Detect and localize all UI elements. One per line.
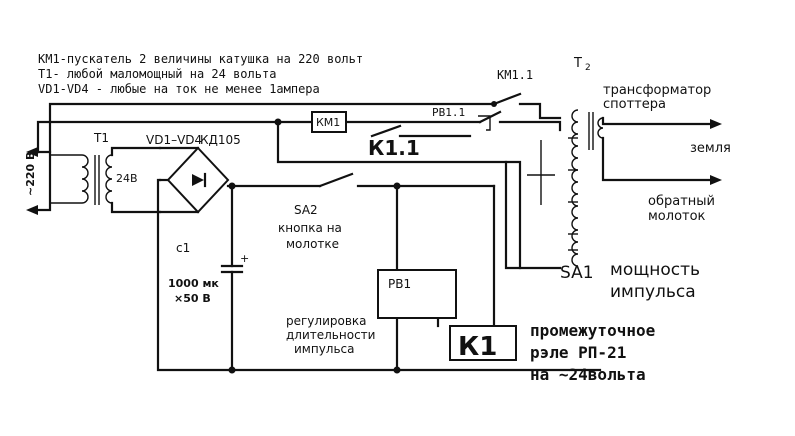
capacitor-c1 [220,184,244,374]
sa2-button [318,172,496,190]
label-c1: c1 [176,241,190,255]
label-power-2: импульса [610,282,696,302]
label-plus: + [240,252,249,265]
rv1-box [377,269,457,319]
label-sa1: SA1 [560,263,594,283]
label-cap-1: 1000 мк [168,277,219,290]
label-hammer-1: обратный [648,194,715,209]
coil-line [36,110,562,154]
label-button-2: молотке [286,237,339,251]
label-vd: VD1–VD4 [146,133,202,147]
label-cap-2: ×50 В [174,292,211,305]
mains-top-wire [48,101,497,154]
label-kd105: КД105 [200,133,241,147]
label-rv1: РВ1 [388,277,411,291]
label-reg-2: длительности [286,328,375,342]
note-vd: VD1-VD4 - любые на ток не менее 1ампера [38,82,320,96]
label-k1: К1 [458,332,497,362]
label-relay-1: промежуточное [530,321,655,340]
t2-secondary-coil [597,116,722,185]
label-rv1-1: РВ1.1 [432,106,465,119]
label-km1-1: КМ1.1 [497,68,533,82]
label-transformer-1: трансформатор [603,83,711,98]
label-relay-2: рэле РП-21 [530,343,626,362]
note-t1: Т1- любой маломощный на 24 вольта [38,67,276,81]
label-reg-3: импульса [294,342,355,356]
k1-1-contact [276,120,522,270]
label-t1: T1 [93,131,109,145]
t2-core [588,112,594,150]
mains-input [26,147,52,215]
label-k1-1: К1.1 [368,136,420,160]
t2-primary-coil [568,109,579,267]
label-220v: ~220 В [24,152,37,196]
label-relay-3: на ~24вольта [530,365,646,384]
km1-1-contact [492,92,562,120]
diode-bridge [156,146,602,372]
rv1-1-contact-mark [478,115,491,131]
label-reg-1: регулировка [286,314,367,328]
rv1-branch [393,184,401,374]
note-km1: КМ1-пускатель 2 величины катушка на 220 … [38,52,363,66]
sa1-feed-wire [504,140,562,270]
label-sa2: SA2 [294,203,318,217]
label-earth: земля [690,141,731,156]
label-hammer-2: молоток [648,209,706,224]
km1-coil-box [311,111,347,133]
label-t2: T [573,56,582,71]
label-button-1: кнопка на [278,221,342,235]
label-transformer-2: споттера [603,97,666,112]
k1-box [449,325,517,361]
label-24v: 24В [116,172,138,185]
label-km1: КМ1 [316,116,340,129]
label-t2-sub: 2 [585,63,591,73]
label-power-1: мощность [610,260,700,280]
t1-transformer [50,146,162,214]
